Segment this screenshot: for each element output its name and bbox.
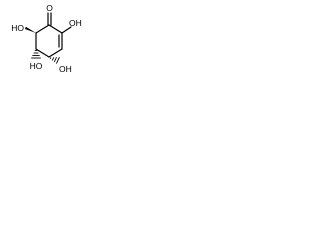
label-oh-top-right: OH (69, 18, 82, 28)
bond-c2-oh (61, 26, 72, 34)
ring-bonds (35, 24, 63, 58)
chemical-structure: O OH HO HO OH (11, 3, 82, 74)
label-oh-bottom-left: HO (30, 61, 43, 71)
bond-c6-c1 (35, 24, 50, 34)
bond-c1-c2 (48, 24, 63, 34)
wedge-bond-c6-oh (25, 26, 36, 33)
hash-bond-c4-oh (49, 57, 60, 64)
bond-c4-c5 (35, 48, 50, 58)
label-carbonyl-o: O (46, 3, 53, 13)
label-oh-bottom-right: OH (59, 64, 72, 74)
substituent-bonds (25, 12, 72, 64)
atom-labels: O OH HO HO OH (11, 3, 82, 74)
hash-bond-c5-oh (31, 50, 41, 59)
bond-c3-c4 (48, 48, 63, 58)
label-oh-left: HO (11, 23, 24, 33)
